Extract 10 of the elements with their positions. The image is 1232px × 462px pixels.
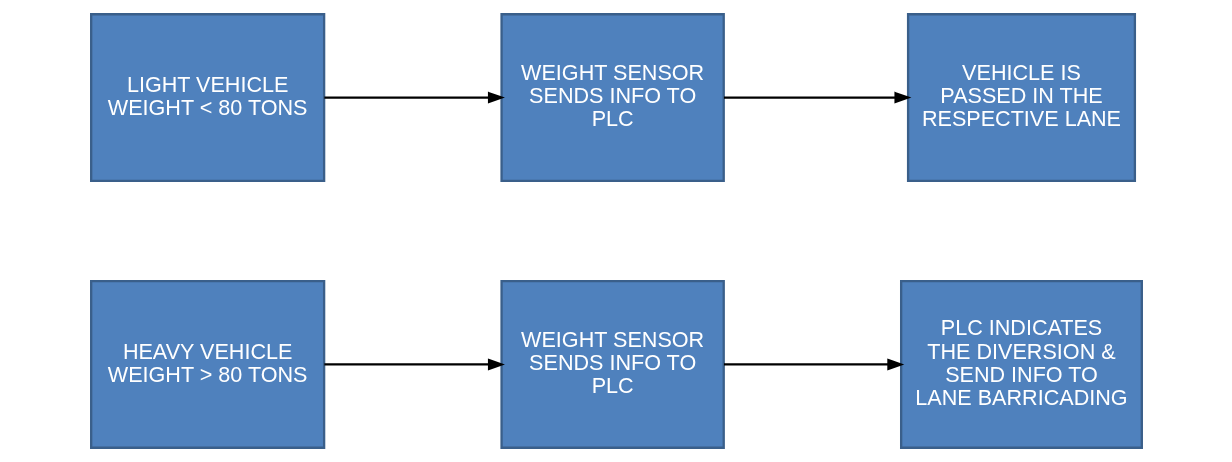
node-box: LIGHT VEHICLE WEIGHT < 80 TONS — [89, 13, 325, 182]
node-box: PLC INDICATES THE DIVERSION & SEND INFO TO LANE BARRICADING — [899, 280, 1143, 449]
node-box: VEHICLE IS PASSED IN THE RESPECTIVE LANE — [906, 13, 1136, 182]
node-box: HEAVY VEHICLE WEIGHT > 80 TONS — [89, 280, 325, 449]
node-box: WEIGHT SENSOR SENDS INFO TO PLC — [499, 280, 725, 449]
arrow — [323, 91, 505, 104]
arrow — [723, 358, 904, 371]
node-box: WEIGHT SENSOR SENDS INFO TO PLC — [499, 13, 725, 182]
arrow — [723, 91, 911, 104]
arrow — [323, 358, 505, 371]
